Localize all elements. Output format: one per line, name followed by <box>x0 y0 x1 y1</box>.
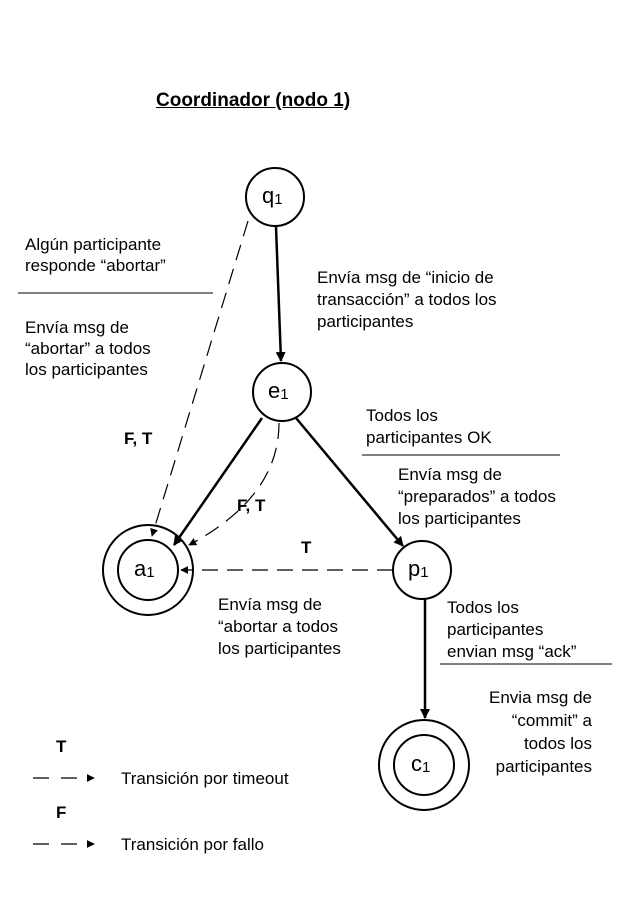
ack-condition-line3: envian msg “ack” <box>447 642 577 661</box>
prepared-action-line2: “preparados” a todos <box>398 487 556 506</box>
t-label: T <box>301 538 312 557</box>
abort-condition-line2: responde “abortar” <box>25 256 166 275</box>
state-e1-circle <box>252 362 312 422</box>
edge-q1-e1 <box>274 226 286 362</box>
ack-condition-line1: Todos los <box>447 598 519 617</box>
edge-e1-a1 <box>172 417 264 546</box>
state-q1-label: q1 <box>262 183 283 208</box>
prepared-action-line1: Envía msg de <box>398 465 502 484</box>
abort-action-line2: “abortar” a todos <box>25 339 151 358</box>
abort-condition-line1: Algún participante <box>25 235 162 254</box>
abort-from-p-line3: los participantes <box>218 639 341 658</box>
legend-timeout-label: Transición por timeout <box>121 769 289 788</box>
state-a1-inner-circle <box>117 539 179 601</box>
state-p1-label: p1 <box>408 556 429 581</box>
state-c1-inner-circle <box>393 734 455 796</box>
commit-action-line4: participantes <box>495 757 592 776</box>
ok-condition-line1: Todos los <box>366 406 438 425</box>
commit-action-line1: Envia msg de <box>489 688 592 707</box>
ack-condition-line2: participantes <box>447 620 544 639</box>
start-action-line3: participantes <box>317 312 414 331</box>
legend-fault-label: Transición por fallo <box>121 835 264 854</box>
start-action-line1: Envía msg de “inicio de <box>317 268 494 287</box>
edge-e1-a1-dashed <box>188 422 280 546</box>
abort-action-line3: los participantes <box>25 360 148 379</box>
ok-condition-line2: participantes OK <box>366 428 492 447</box>
ft-label-mid: F, T <box>237 496 266 515</box>
prepared-action-line3: los participantes <box>398 509 521 528</box>
ft-label-left: F, T <box>124 429 153 448</box>
diagram-title: Coordinador (nodo 1) <box>156 90 351 111</box>
state-q1-circle <box>245 167 305 227</box>
commit-action-line3: todos los <box>523 734 592 753</box>
legend-timeout-key: T <box>56 737 67 756</box>
edge-e1-p1 <box>295 417 404 547</box>
abort-action-line1: Envía msg de <box>25 318 129 337</box>
start-action-line2: transacción” a todos los <box>317 290 497 309</box>
abort-from-p-line2: “abortar a todos <box>218 617 339 636</box>
legend-fault-key: F <box>56 803 67 822</box>
state-c1-label: c1 <box>411 751 431 776</box>
state-a1-label: a1 <box>134 556 155 581</box>
commit-action-line2: “commit” a <box>511 711 592 730</box>
state-e1-label: e1 <box>268 378 289 403</box>
edge-q1-a1-dashed <box>150 220 249 537</box>
abort-from-p-line1: Envía msg de <box>218 595 322 614</box>
